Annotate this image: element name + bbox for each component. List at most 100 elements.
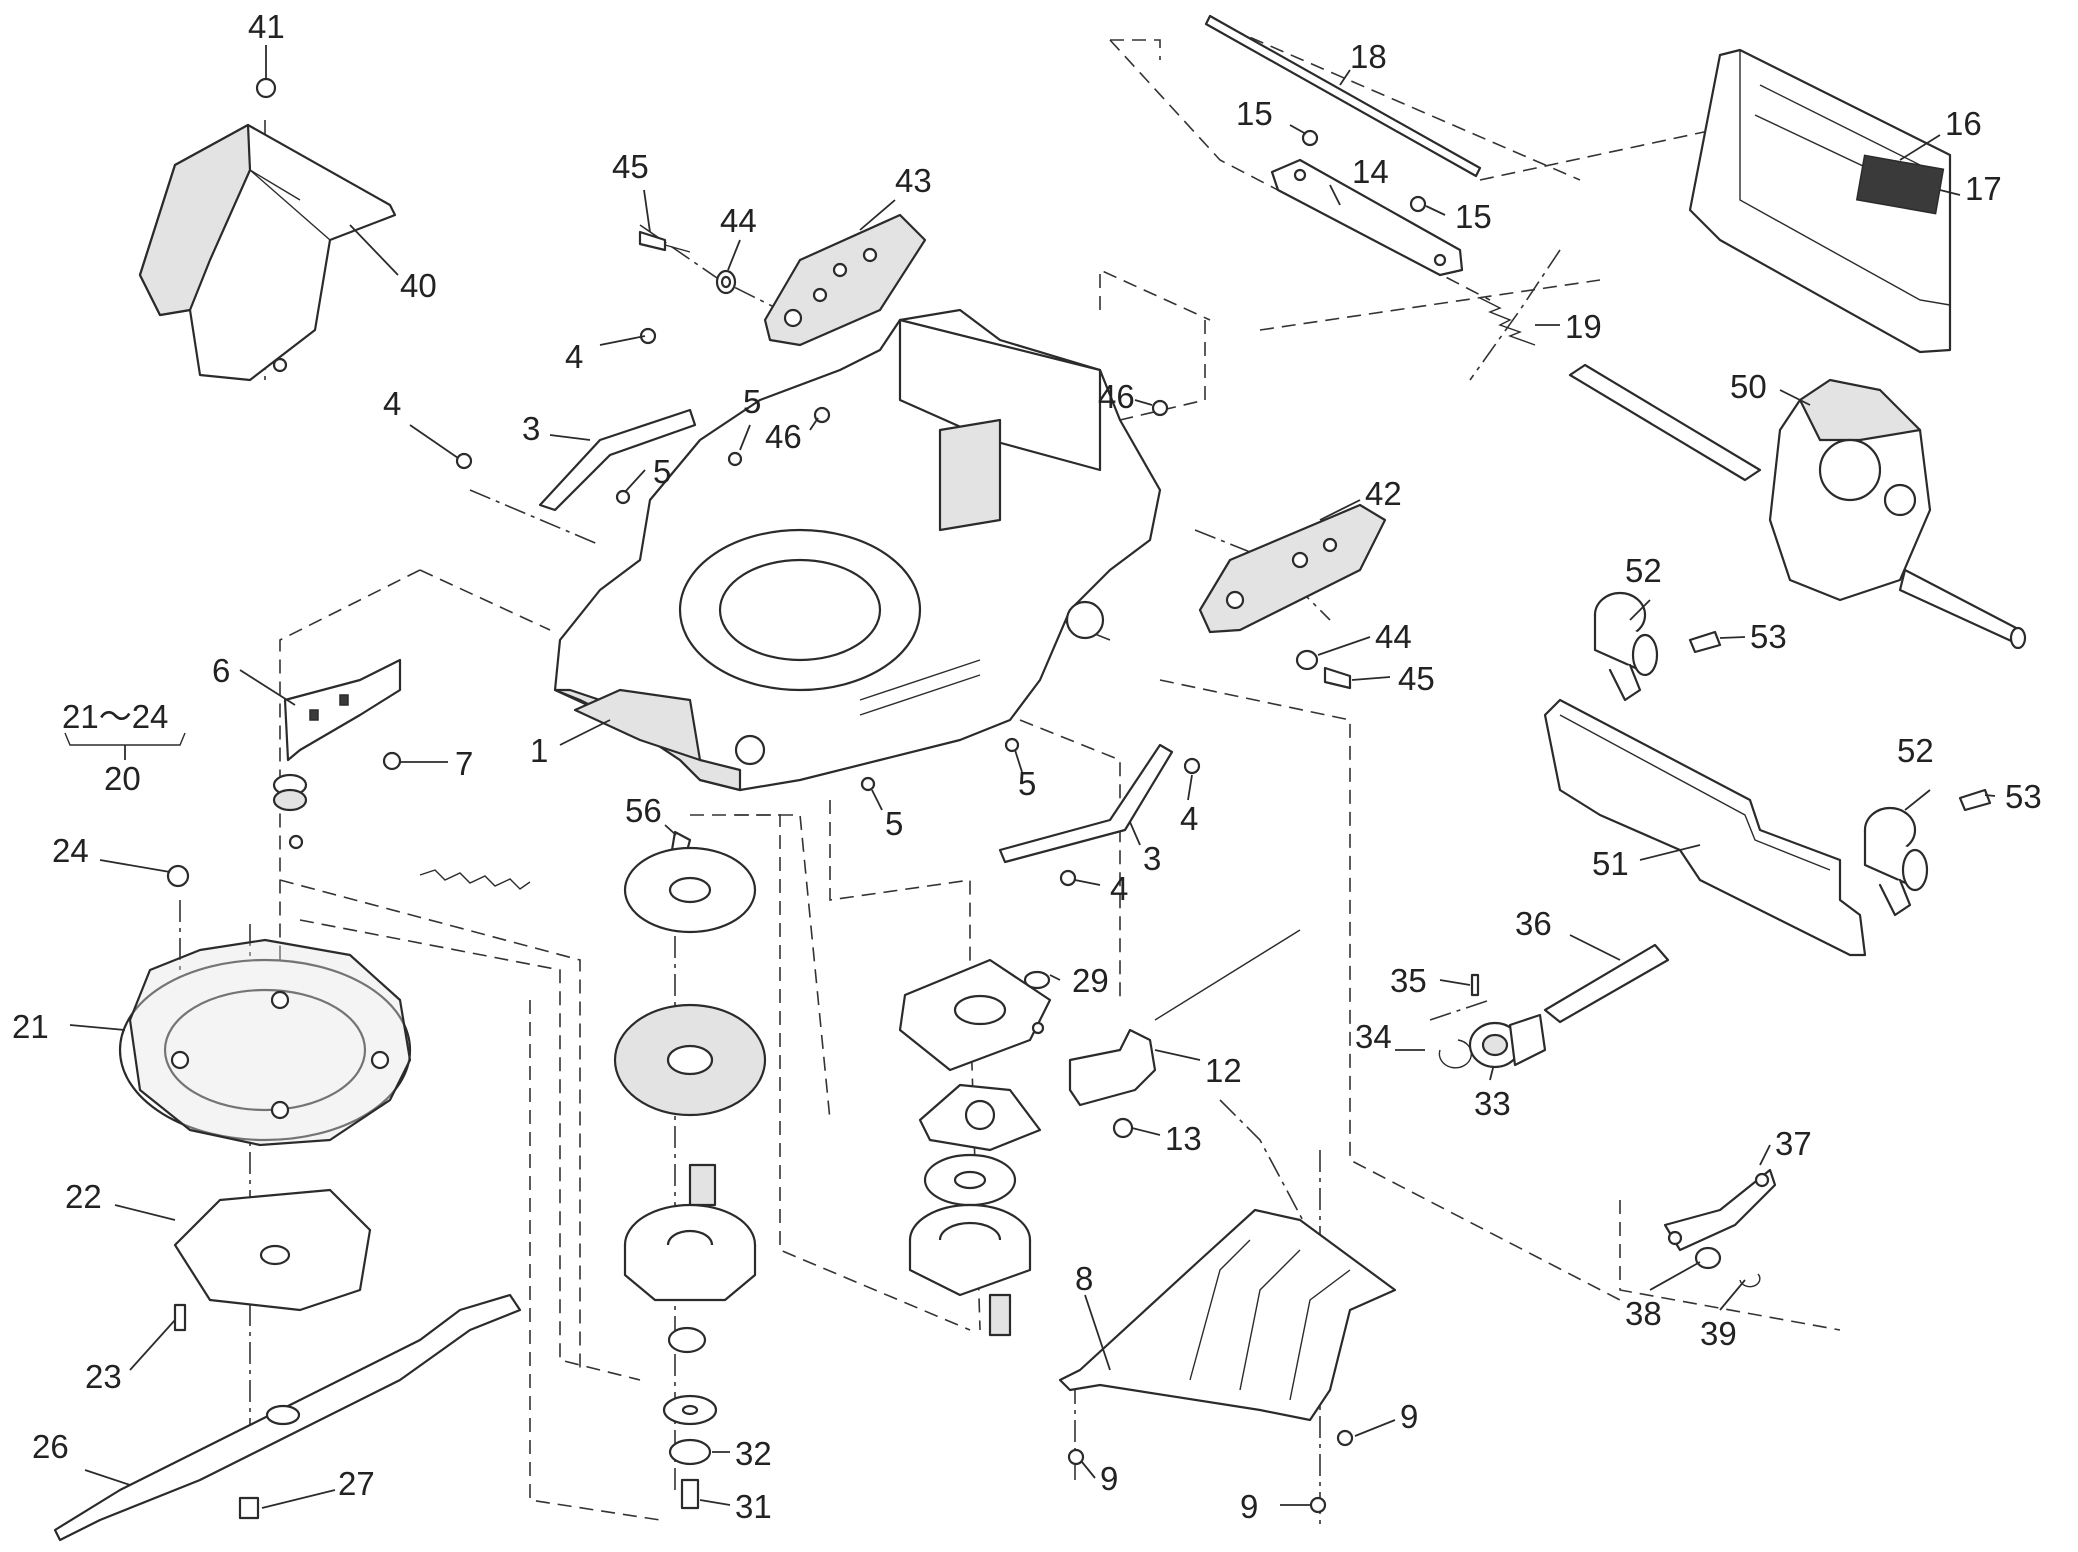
part-52-bushing-a (1593, 591, 1659, 702)
callout-52: 52 (1625, 552, 1662, 589)
part-8-discharge-chute (1058, 1208, 1397, 1422)
part-37-bracket (1663, 1168, 1777, 1252)
callout-16: 16 (1945, 105, 1982, 142)
callout-1: 1 (530, 732, 548, 769)
part-9-screw-a (1336, 1429, 1354, 1447)
small-fasteners (455, 327, 1201, 1035)
part-13-bolt (1112, 1117, 1134, 1139)
callout-36: 36 (1515, 905, 1552, 942)
part-53-bolt-b (1958, 788, 1992, 812)
washer-center (662, 1394, 718, 1426)
callout-32: 32 (735, 1435, 772, 1472)
clutch-spring (688, 1163, 717, 1207)
pulley-disc (623, 846, 757, 934)
part-1-mower-deck (553, 308, 1162, 792)
callout-8: 8 (1075, 1260, 1093, 1297)
callout-22: 22 (65, 1178, 102, 1215)
callout-53: 53 (1750, 618, 1787, 655)
callout-23: 23 (85, 1358, 122, 1395)
part-15-bolt-a (1301, 129, 1319, 147)
part-53-bolt-a (1688, 630, 1722, 654)
part-52-bushing-b (1863, 806, 1929, 917)
callout-37: 37 (1775, 1125, 1812, 1162)
part-43-side-plate (763, 213, 927, 347)
callout-5: 5 (1018, 765, 1036, 802)
brake-ring (923, 1153, 1017, 1207)
brake-drum (908, 1203, 1032, 1297)
callout-18: 18 (1350, 38, 1387, 75)
callout-24: 24 (52, 832, 89, 869)
part-44-washer-right (1295, 649, 1319, 671)
part-3-rail-top (538, 408, 697, 512)
callout-5: 5 (653, 453, 671, 490)
part-19-spring (1479, 297, 1536, 346)
callout-15: 15 (1236, 95, 1273, 132)
callout-35: 35 (1390, 962, 1427, 999)
brake-arm (918, 1083, 1042, 1152)
callout-9: 9 (1240, 1488, 1258, 1525)
brake-plate (898, 958, 1052, 1072)
callout-46: 46 (765, 418, 802, 455)
callout-9: 9 (1100, 1460, 1118, 1497)
part-23-bolt (173, 1303, 187, 1332)
part-12-brake-lever (1068, 929, 1301, 1107)
part-40-rear-guard (138, 77, 397, 382)
part-38-washer (1694, 1246, 1722, 1270)
part-21-fan (118, 938, 412, 1147)
callout-51: 51 (1592, 845, 1629, 882)
part-18-rod (1204, 14, 1482, 178)
callout-44: 44 (1375, 618, 1412, 655)
callout-56: 56 (625, 792, 662, 829)
part-31-bolt (680, 1478, 700, 1510)
brake-spring (988, 1293, 1012, 1337)
spring (419, 869, 531, 890)
callout-4: 4 (383, 385, 401, 422)
part-9-screw-c (1309, 1496, 1327, 1514)
part-51-axle-bracket (1543, 698, 1867, 957)
part-9-screw-b (1067, 1448, 1085, 1466)
callout-6: 6 (212, 652, 230, 689)
spacer (667, 1326, 707, 1354)
part-7-screw (382, 751, 402, 771)
part-26-blade (53, 1293, 522, 1542)
part-50-gearbox (1568, 363, 2027, 650)
callout-43: 43 (895, 162, 932, 199)
callout-20: 20 (104, 760, 141, 797)
callout-46: 46 (1098, 378, 1135, 415)
callout-15: 15 (1455, 198, 1492, 235)
callout-5: 5 (885, 805, 903, 842)
callout-38: 38 (1625, 1295, 1662, 1332)
callout-21: 21 (12, 1008, 49, 1045)
callout-7: 7 (455, 745, 473, 782)
part-44-washer-top (715, 269, 737, 295)
callout-40: 40 (400, 267, 437, 304)
callout-3: 3 (522, 410, 540, 447)
callout-19: 19 (1565, 308, 1602, 345)
callout-33: 33 (1474, 1085, 1511, 1122)
part-27-bolt (238, 1496, 260, 1520)
part-14-hinge-bracket (1270, 158, 1464, 277)
callout-45: 45 (612, 148, 649, 185)
callout-41: 41 (248, 8, 285, 45)
callout-14: 14 (1352, 153, 1389, 190)
callout-4: 4 (1110, 870, 1128, 907)
callout-3: 3 (1143, 840, 1161, 877)
callout-44: 44 (720, 202, 757, 239)
callout-4: 4 (1180, 800, 1198, 837)
part-3-rail-bottom (998, 743, 1174, 864)
callout-5: 5 (743, 383, 761, 420)
part-45-bolt-right (1323, 666, 1352, 690)
part-16-grass-bag-frame (1688, 48, 1952, 354)
callout-42: 42 (1365, 475, 1402, 512)
grommet (272, 773, 308, 850)
part-32-washer (668, 1438, 712, 1466)
part-22-plate (173, 1188, 372, 1312)
callout-52: 52 (1897, 732, 1934, 769)
part-42-side-plate (1198, 503, 1387, 634)
callout-34: 34 (1355, 1018, 1392, 1055)
callout-53: 53 (2005, 778, 2042, 815)
callout-labels: 41 40 45 44 43 18 15 14 15 16 17 19 4 4 … (12, 8, 2042, 1525)
friction-disc (613, 1003, 767, 1117)
leader-lines (64, 45, 1996, 1509)
